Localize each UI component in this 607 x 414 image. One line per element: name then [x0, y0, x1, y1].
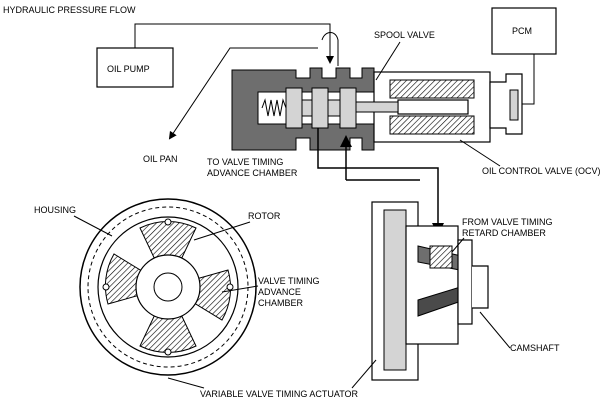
spool-shaft-a: [301, 99, 313, 117]
label-advance-chamber-1: VALVE TIMING: [258, 276, 320, 286]
leader-housing: [73, 215, 113, 237]
actuator-body: [405, 225, 459, 345]
oil-pump-box: [96, 47, 174, 88]
pressure-loop: [321, 32, 339, 66]
solenoid-rod: [355, 101, 399, 113]
leader-rotor: [193, 221, 251, 241]
spool-spring: [261, 98, 287, 117]
label-camshaft: CAMSHAFT: [510, 343, 560, 353]
solenoid-coil-top: [389, 79, 475, 99]
label-oil-pump: OIL PUMP: [107, 64, 150, 74]
label-to-advance-2: ADVANCE CHAMBER: [207, 168, 298, 178]
label-ocv: OIL CONTROL VALVE (OCV): [482, 166, 601, 176]
label-hydraulic-pressure-flow: HYDRAULIC PRESSURE FLOW: [3, 5, 136, 15]
label-from-retard-1: FROM VALVE TIMING: [462, 217, 553, 227]
label-pcm: PCM: [512, 26, 532, 36]
spool-land-2: [311, 87, 329, 129]
bolt-3: [164, 348, 172, 356]
label-advance-chamber-2: ADVANCE: [258, 287, 301, 297]
sprocket-assembly: [79, 198, 257, 376]
pcm-wire: [522, 54, 535, 105]
label-spool-valve: SPOOL VALVE: [374, 30, 435, 40]
leader-ocv: [459, 139, 501, 167]
bolt-4: [102, 283, 110, 291]
leader-camshaft: [479, 311, 511, 349]
leader-from-retard: [451, 237, 465, 253]
actuator-plate: [383, 209, 407, 371]
label-to-advance-1: TO VALVE TIMING: [207, 157, 283, 167]
label-advance-chamber-3: CHAMBER: [258, 298, 304, 308]
solenoid-plunger: [397, 99, 469, 115]
label-actuator: VARIABLE VALVE TIMING ACTUATOR: [200, 389, 359, 399]
camshaft-end: [472, 265, 489, 309]
actuator-section: [371, 201, 489, 381]
leader-advance-chamber: [221, 285, 259, 293]
label-rotor: ROTOR: [248, 211, 281, 221]
sprocket-teeth: [87, 206, 249, 368]
pcm-box: [491, 7, 557, 55]
bolt-1: [164, 218, 172, 226]
spool-land-3: [339, 87, 357, 129]
pressure-line-top: [134, 23, 331, 48]
label-housing: HOUSING: [34, 205, 76, 215]
rotor-bore: [153, 272, 183, 302]
line-to-advance: [317, 128, 444, 235]
label-oil-pan: OIL PAN: [143, 154, 178, 164]
oil-seal: [429, 245, 453, 269]
solenoid-coil-bottom: [389, 115, 475, 135]
spool-shaft-b: [327, 99, 341, 117]
drain-line-oil-pan: [168, 47, 318, 140]
label-from-retard-2: RETARD CHAMBER: [462, 228, 546, 238]
leader-actuator-left: [167, 377, 205, 389]
leader-spool-valve: [375, 41, 401, 81]
bolt-2: [226, 283, 234, 291]
connector-pins: [509, 89, 519, 121]
spool-land-1: [285, 87, 303, 129]
camshaft-journal: [457, 239, 473, 325]
leader-actuator-right: [351, 359, 377, 389]
